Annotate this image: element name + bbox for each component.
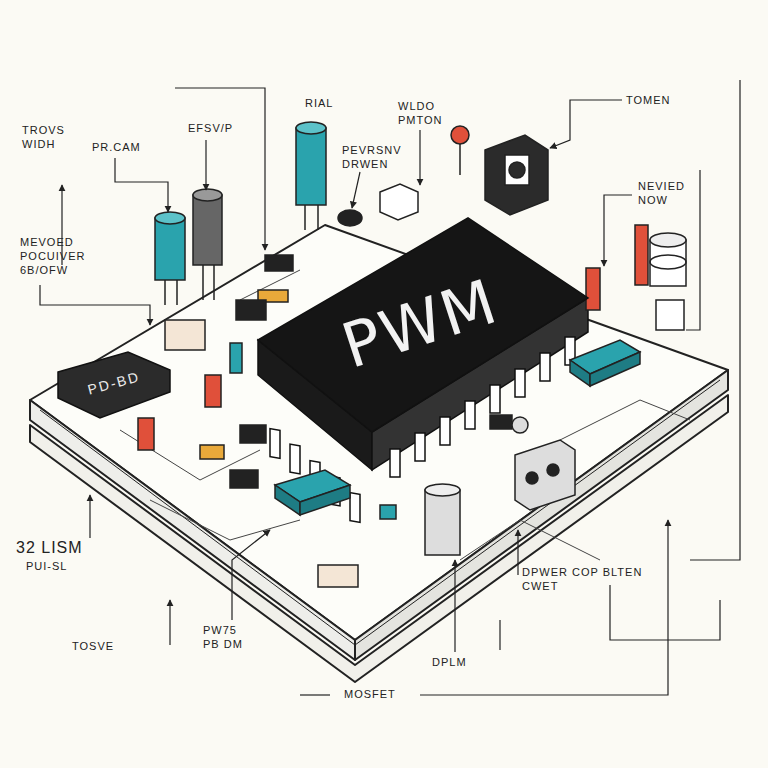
callout-label: TOSVE [72, 640, 152, 654]
callout-label: DPLM [432, 656, 492, 670]
leader-lines [40, 80, 740, 695]
callout-label: 32 LISM [16, 538, 106, 558]
callout-label: TROVS WIDH [22, 124, 82, 152]
callout-label: NEVIED NOW [638, 180, 700, 208]
node-shape [258, 218, 588, 432]
callout-label: MEVOED POCUIVER 6B/OFW [20, 236, 120, 277]
terminal-block: PD-BD [58, 352, 170, 418]
callout-label: WLDO PMTON [398, 100, 450, 128]
callout-label: PW75 PB DM [203, 624, 253, 652]
callout-label: MOSFET [344, 688, 424, 702]
components [138, 122, 686, 587]
callout-label: PR.CAM [92, 141, 162, 155]
callout-label: DPWER COP BLTEN CWET [522, 566, 662, 594]
node-shape [58, 352, 170, 418]
callout-label: RIAL [305, 97, 365, 111]
callout-label: EFSV/P [188, 122, 248, 136]
pwm-chip: PWM [250, 210, 595, 440]
callout-label: PUI-SL [26, 560, 106, 574]
callout-label: PEVRSNV DRWEN [342, 144, 432, 172]
callout-label: TOMEN [626, 94, 696, 108]
